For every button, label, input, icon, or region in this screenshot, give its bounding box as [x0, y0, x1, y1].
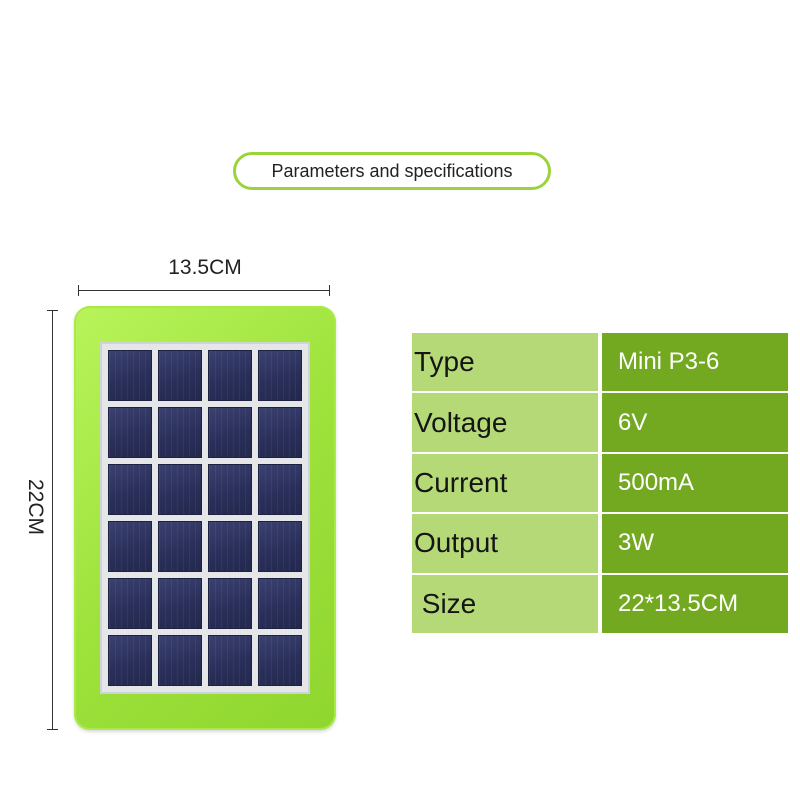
height-dimension-line [47, 310, 58, 730]
spec-divider [598, 514, 602, 573]
spec-label-voltage: Voltage [412, 393, 598, 452]
solar-panel-image [74, 306, 336, 730]
width-dimension-label: 13.5CM [168, 256, 242, 279]
spec-header-pill: Parameters and specifications [233, 152, 551, 190]
spec-value-voltage: 6V [602, 393, 788, 452]
spec-divider [598, 574, 602, 633]
solar-cell [158, 578, 202, 629]
solar-cell [108, 635, 152, 686]
spec-label-output: Output [412, 514, 598, 573]
spec-divider [598, 333, 602, 392]
solar-cell [158, 350, 202, 401]
spec-value-current: 500mA [602, 453, 788, 513]
width-dimension-line [78, 285, 330, 296]
spec-divider [598, 453, 602, 513]
solar-cell [208, 521, 252, 572]
solar-cell [158, 635, 202, 686]
solar-cell [208, 350, 252, 401]
solar-cell [108, 521, 152, 572]
solar-cell [258, 521, 302, 572]
solar-cell [108, 407, 152, 458]
solar-cell [258, 350, 302, 401]
page-title: Parameters and specifications [271, 160, 513, 181]
solar-cell [258, 635, 302, 686]
spec-value-output: 3W [602, 514, 788, 573]
spec-table: Type Mini P3-6 Voltage 6V Current 500mA … [412, 333, 788, 633]
spec-label-size: Size [412, 574, 598, 633]
solar-cell [208, 635, 252, 686]
solar-panel-glass [100, 342, 310, 694]
solar-cell [108, 350, 152, 401]
spec-value-type: Mini P3-6 [602, 333, 788, 392]
solar-cell [158, 521, 202, 572]
height-dimension-label: 22CM [24, 478, 47, 536]
solar-cell [208, 464, 252, 515]
spec-divider [598, 393, 602, 452]
spec-label-type: Type [412, 333, 598, 392]
solar-cell [258, 464, 302, 515]
solar-cell [108, 578, 152, 629]
solar-cell [208, 407, 252, 458]
solar-cell [158, 464, 202, 515]
solar-cell [208, 578, 252, 629]
spec-value-size: 22*13.5CM [602, 574, 788, 633]
solar-cell [258, 578, 302, 629]
solar-cell-grid [108, 350, 302, 686]
solar-cell [258, 407, 302, 458]
spec-label-current: Current [412, 453, 598, 513]
solar-cell [158, 407, 202, 458]
solar-cell [108, 464, 152, 515]
